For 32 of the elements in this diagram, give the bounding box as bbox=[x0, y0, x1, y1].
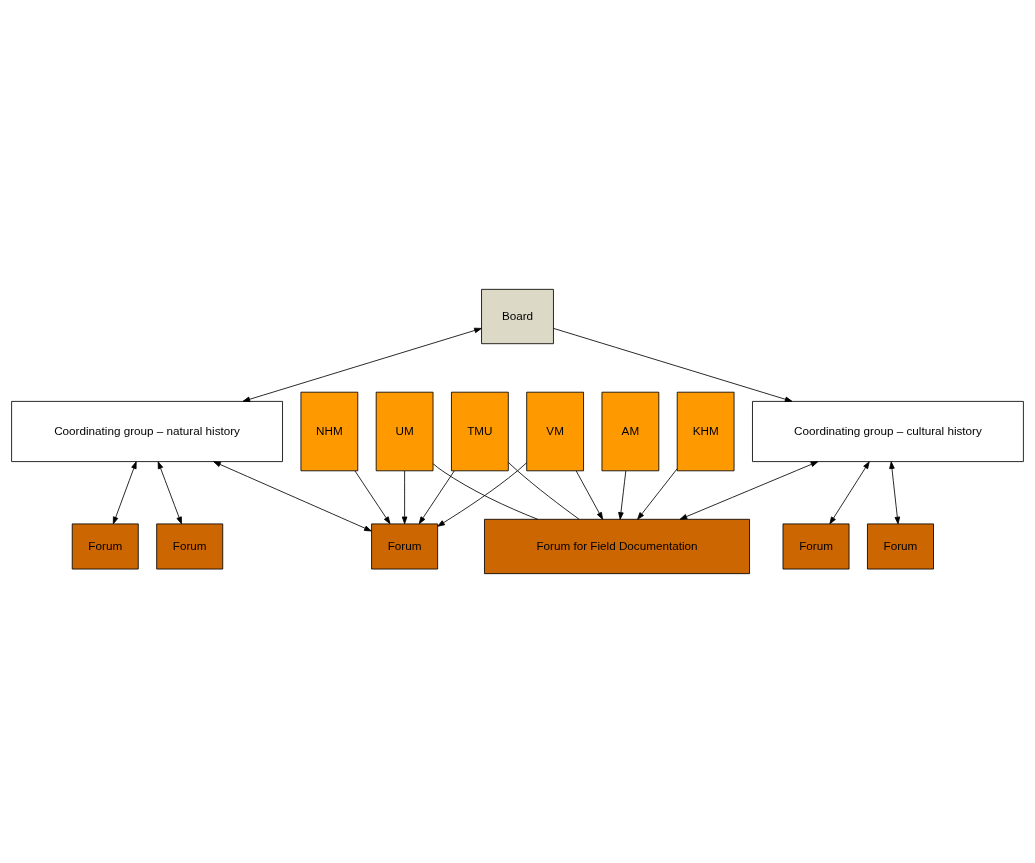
arrow bbox=[679, 461, 819, 520]
node-box: Forum bbox=[71, 523, 139, 570]
node-box: NHM bbox=[300, 391, 359, 472]
node-box: Forum bbox=[156, 523, 224, 570]
node-box: Forum for Field Documentation bbox=[484, 518, 750, 575]
connector bbox=[432, 463, 539, 520]
arrow bbox=[242, 327, 482, 402]
arrow bbox=[354, 470, 391, 525]
arrow bbox=[437, 462, 527, 527]
node-box: Coordinating group – cultural history bbox=[752, 400, 1024, 463]
node-box: Forum bbox=[782, 523, 850, 570]
node-box: VM bbox=[526, 391, 584, 472]
arrow bbox=[553, 328, 793, 402]
node-box: Coordinating group – natural history bbox=[11, 400, 283, 463]
arrow bbox=[637, 468, 678, 520]
arrow bbox=[112, 461, 137, 525]
arrow bbox=[418, 470, 455, 525]
arrow bbox=[213, 461, 372, 532]
node-box: Forum bbox=[371, 523, 439, 570]
node-box: AM bbox=[601, 391, 660, 472]
connector bbox=[507, 462, 580, 520]
arrow bbox=[889, 461, 901, 525]
node-box: KHM bbox=[676, 391, 735, 472]
node-box: UM bbox=[375, 391, 434, 472]
node-box: Forum bbox=[867, 523, 934, 570]
arrow bbox=[618, 470, 627, 520]
arrow bbox=[829, 461, 870, 525]
arrow bbox=[157, 461, 182, 525]
arrow bbox=[575, 470, 603, 520]
node-box: Board bbox=[481, 288, 554, 345]
arrow bbox=[401, 470, 408, 525]
node-box: TMU bbox=[451, 391, 509, 472]
